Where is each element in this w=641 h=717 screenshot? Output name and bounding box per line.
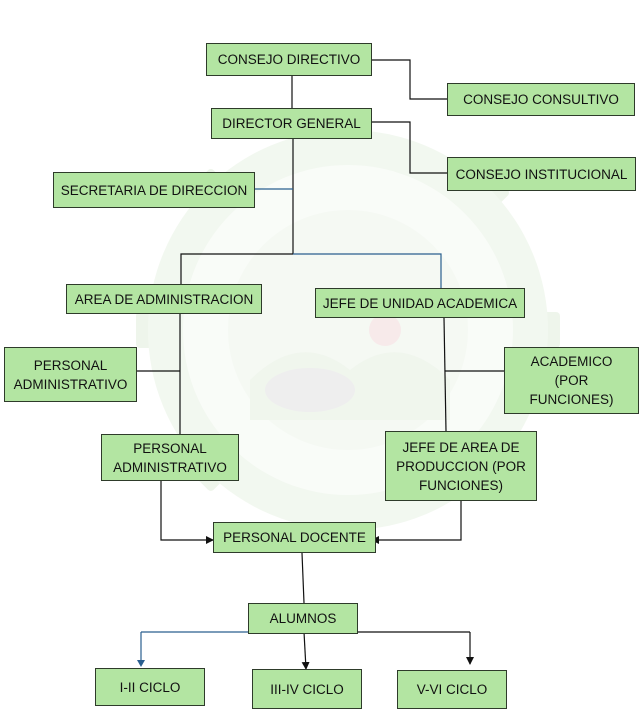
node-alumnos: ALUMNOS	[248, 603, 358, 634]
node-director-general: DIRECTOR GENERAL	[211, 108, 372, 139]
node-ciclo-5-6: V-VI CICLO	[397, 670, 507, 709]
node-ciclo-3-4: III-IV CICLO	[252, 669, 362, 709]
arrow-jefe-produccion-docente	[371, 501, 462, 544]
node-consejo-consultivo: CONSEJO CONSULTIVO	[447, 83, 635, 116]
edge-director-consejo-institucional	[372, 121, 447, 174]
node-personal-administrativo-2: PERSONAL ADMINISTRATIVO	[101, 434, 239, 481]
node-jefe-unidad-academica: JEFE DE UNIDAD ACADEMICA	[315, 288, 525, 318]
arrow-personal-adm-docente	[160, 481, 214, 544]
node-ciclo-1-2: I-II CICLO	[95, 668, 205, 706]
arrow-alumnos-ciclo-3-4	[301, 631, 310, 670]
node-jefe-area-produccion: JEFE DE AREA DE PRODUCCION (POR FUNCIONE…	[385, 431, 537, 501]
node-consejo-institucional: CONSEJO INSTITUCIONAL	[447, 157, 636, 191]
node-area-administracion: AREA DE ADMINISTRACION	[66, 284, 262, 314]
node-academico-funciones: ACADEMICO (POR FUNCIONES)	[504, 347, 639, 414]
edge-trunk-area-administracion	[180, 253, 293, 284]
edge-jefe-unidad-spine	[443, 317, 447, 432]
edge-consejo-directivo-consultivo	[372, 59, 447, 100]
node-secretaria-direccion: SECRETARIA DE DIRECCION	[53, 172, 255, 208]
edge-docente-alumnos	[301, 552, 305, 604]
node-personal-administrativo-1: PERSONAL ADMINISTRATIVO	[4, 347, 137, 402]
arrowhead-ciclo-1-2	[137, 660, 145, 667]
node-consejo-directivo: CONSEJO DIRECTIVO	[206, 43, 372, 76]
node-personal-docente: PERSONAL DOCENTE	[213, 522, 376, 553]
edge-trunk-jefe-unidad	[293, 253, 442, 288]
